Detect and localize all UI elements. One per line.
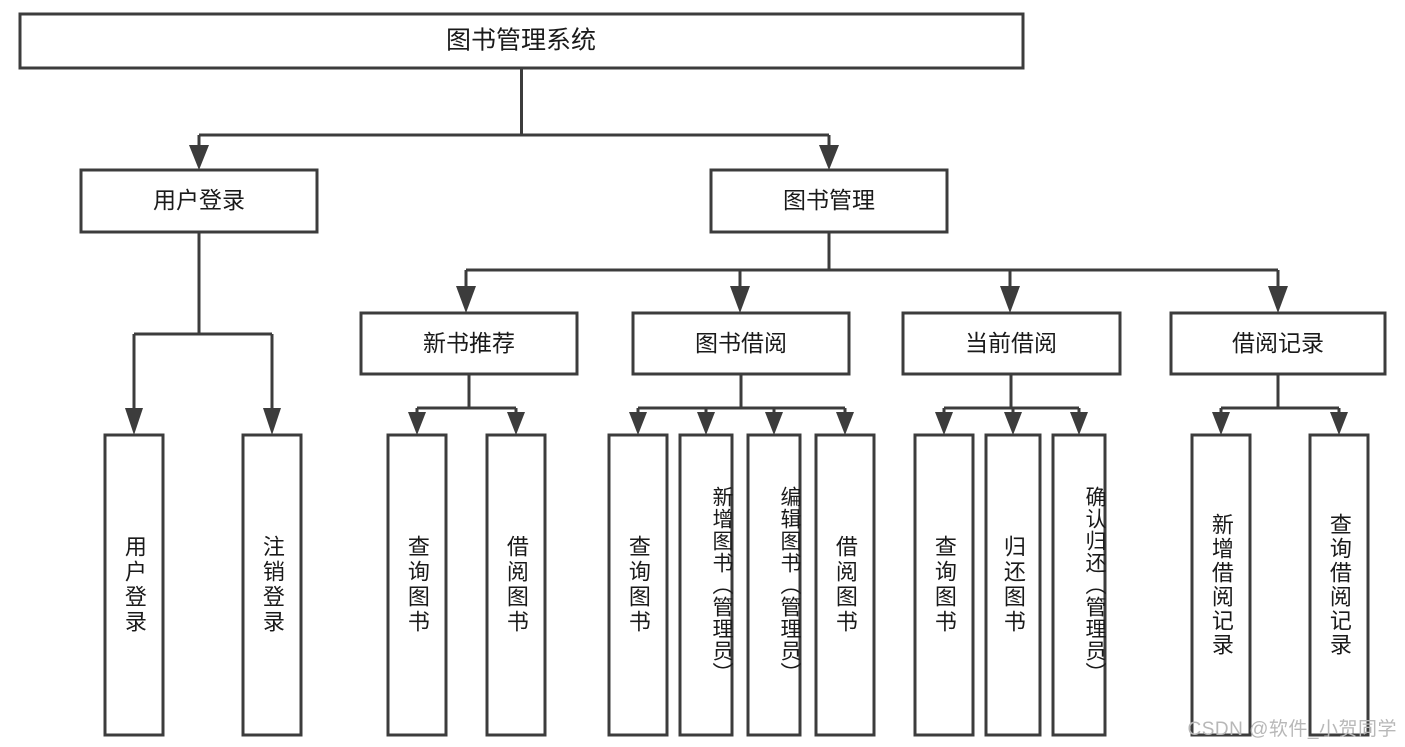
arrow-newbook-leaf-1 <box>408 412 426 435</box>
leaf-box-borrow-book[interactable] <box>814 433 876 737</box>
leaf-box-borrow-book-newrec[interactable] <box>485 433 547 737</box>
arrow-currentborrow-leaf-3 <box>1070 412 1088 435</box>
arrow-borrowrecord-leaf-2 <box>1330 412 1348 435</box>
arrow-to-leaf-logout <box>263 408 281 435</box>
leaf-box-edit-book-admin[interactable] <box>746 433 802 737</box>
leaf-box-confirm-return-admin[interactable] <box>1051 433 1107 737</box>
arrow-currentborrow-leaf-2 <box>1004 412 1022 435</box>
node-book-borrow[interactable]: 图书借阅 <box>631 311 851 376</box>
arrow-to-borrow-record <box>1268 286 1288 313</box>
leaf-box-query-book-newrec[interactable] <box>386 433 448 737</box>
leaf-box-user-login[interactable] <box>103 433 165 737</box>
arrow-bookborrow-leaf-1 <box>629 412 647 435</box>
node-book-management[interactable]: 图书管理 <box>709 168 949 234</box>
arrow-to-book-borrow <box>730 286 750 313</box>
node-user-login-label: 用户登录 <box>153 187 245 213</box>
node-book-borrow-label: 图书借阅 <box>695 330 787 356</box>
leaf-box-layer <box>103 433 1370 737</box>
leaf-box-logout[interactable] <box>241 433 303 737</box>
node-user-login-box[interactable] <box>79 168 319 234</box>
arrow-to-leaf-user-login <box>125 408 143 435</box>
node-book-management-box[interactable] <box>709 168 949 234</box>
arrow-root-to-book-mgmt <box>819 145 839 170</box>
node-current-borrow[interactable]: 当前借阅 <box>901 311 1122 376</box>
arrow-bookborrow-leaf-3 <box>765 412 783 435</box>
node-borrow-record-label: 借阅记录 <box>1232 330 1324 356</box>
node-new-book-recommend-label: 新书推荐 <box>423 330 515 356</box>
arrow-currentborrow-leaf-1 <box>935 412 953 435</box>
node-root[interactable]: 图书管理系统 <box>18 12 1025 70</box>
node-root-box[interactable] <box>18 12 1025 70</box>
node-borrow-record-box[interactable] <box>1169 311 1387 376</box>
node-current-borrow-label: 当前借阅 <box>965 330 1057 356</box>
leaf-box-add-borrow-record[interactable] <box>1190 433 1252 737</box>
node-book-management-label: 图书管理 <box>783 187 875 213</box>
node-borrow-record[interactable]: 借阅记录 <box>1169 311 1387 376</box>
arrow-to-new-book-rec <box>456 286 476 313</box>
arrow-root-to-user-login <box>189 145 209 170</box>
csdn-watermark: CSDN @软件_小贺同学 <box>1187 719 1397 740</box>
node-root-label: 图书管理系统 <box>446 27 596 55</box>
node-book-borrow-box[interactable] <box>631 311 851 376</box>
leaf-box-query-borrow-record[interactable] <box>1308 433 1370 737</box>
arrow-bookborrow-leaf-4 <box>836 412 854 435</box>
leaf-box-query-book-current[interactable] <box>913 433 975 737</box>
connector-layer <box>125 68 1348 435</box>
node-user-login[interactable]: 用户登录 <box>79 168 319 234</box>
arrow-borrowrecord-leaf-1 <box>1212 412 1230 435</box>
arrow-bookborrow-leaf-2 <box>697 412 715 435</box>
node-new-book-recommend-box[interactable] <box>359 311 579 376</box>
node-current-borrow-box[interactable] <box>901 311 1122 376</box>
arrow-newbook-leaf-2 <box>507 412 525 435</box>
leaf-box-query-book-borrow[interactable] <box>607 433 669 737</box>
leaf-box-add-book-admin[interactable] <box>678 433 734 737</box>
arrow-to-current-borrow <box>1000 286 1020 313</box>
node-new-book-recommend[interactable]: 新书推荐 <box>359 311 579 376</box>
leaf-box-return-book[interactable] <box>984 433 1042 737</box>
